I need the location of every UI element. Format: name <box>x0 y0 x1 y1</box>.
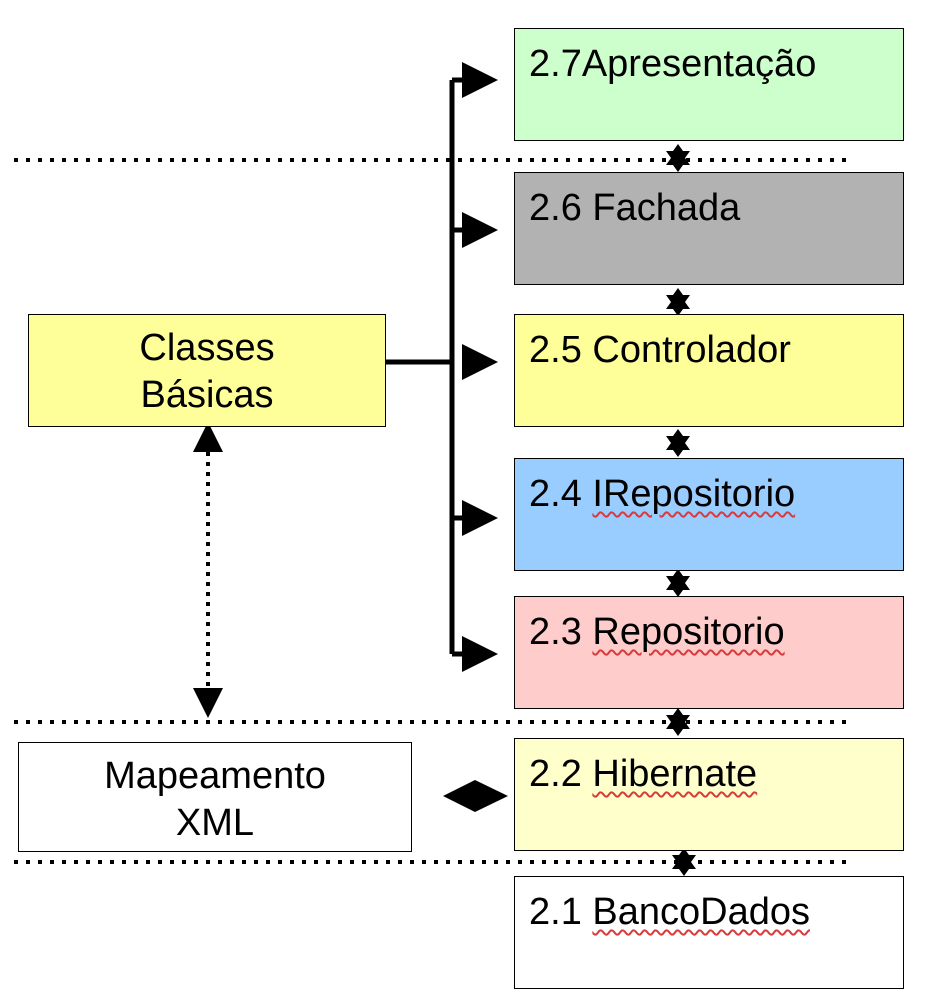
bus-branch-repositorio <box>452 636 498 672</box>
layer-label: 2.5 Controlador <box>529 329 791 371</box>
layer-connector-stars <box>666 144 696 876</box>
classes-mapeamento-dotted-arrow <box>193 422 223 718</box>
mapeamento-xml-box: Mapeamento XML <box>18 742 412 852</box>
layer-label: 2.7Apresentação <box>529 43 817 85</box>
star-connector <box>666 288 690 316</box>
classes-basicas-label: Classes Básicas <box>139 327 275 416</box>
bus-branch-apresentacao <box>452 62 498 98</box>
bus-branch-irepositorio <box>452 500 498 536</box>
bus-branch-controlador <box>462 344 498 380</box>
layer-box-irepositorio: 2.4 IRepositorio <box>514 458 904 571</box>
layer-box-fachada: 2.6 Fachada <box>514 172 904 285</box>
star-connector <box>666 429 690 457</box>
layer-box-repositorio: 2.3 Repositorio <box>514 596 904 709</box>
layer-box-controlador: 2.5 Controlador <box>514 314 904 427</box>
layer-box-apresentacao: 2.7Apresentação <box>514 28 904 141</box>
layer-label: 2.4 IRepositorio <box>529 473 796 515</box>
star-connector <box>666 708 690 736</box>
mapeamento-hibernate-diamond-arrow <box>443 780 508 812</box>
layer-box-bancodados: 2.1 BancoDados <box>514 876 904 989</box>
classes-basicas-box: Classes Básicas <box>28 314 386 427</box>
star-connector <box>666 144 690 172</box>
star-connector <box>666 569 690 597</box>
layer-label: 2.3 Repositorio <box>529 611 785 653</box>
layer-label: 2.1 BancoDados <box>529 891 810 933</box>
layer-label: 2.2 Hibernate <box>529 753 758 795</box>
bus-branch-fachada <box>452 212 498 248</box>
mapeamento-xml-label: Mapeamento XML <box>104 755 326 844</box>
layer-box-hibernate: 2.2 Hibernate <box>514 738 904 851</box>
layer-label: 2.6 Fachada <box>529 187 741 229</box>
star-connector <box>672 848 696 876</box>
